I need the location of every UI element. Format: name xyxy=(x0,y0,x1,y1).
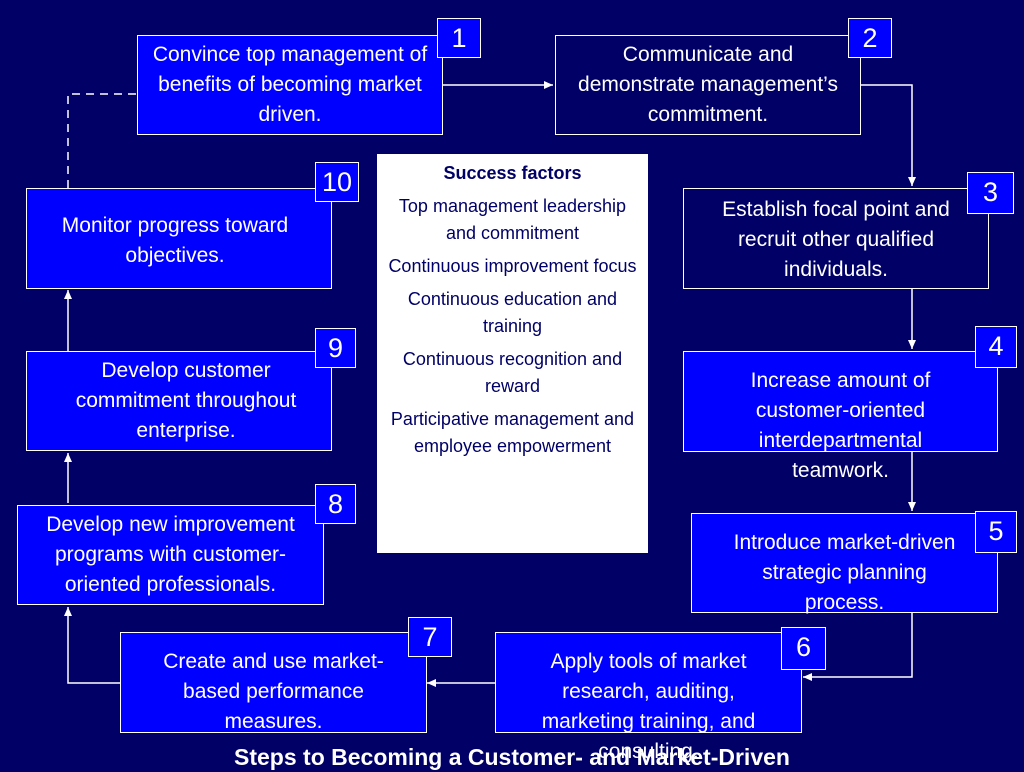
step-3-box: Establish focal point and recruit other … xyxy=(683,188,989,289)
step-3-number: 3 xyxy=(967,172,1014,214)
step-9-box: Develop customer commitment throughout e… xyxy=(26,351,332,451)
step-10-number: 10 xyxy=(315,162,359,202)
step-4-text: Increase amount of customer-oriented int… xyxy=(750,369,931,482)
success-factor-item: Participative management and employee em… xyxy=(390,409,635,456)
success-factor-item: Continuous recognition and reward xyxy=(402,349,623,396)
step-2-box: Communicate and demonstrate management’s… xyxy=(555,35,861,135)
step-5-number: 5 xyxy=(975,511,1017,553)
step-6-number: 6 xyxy=(781,627,826,670)
step-9-text: Develop customer commitment throughout e… xyxy=(75,359,297,442)
step-5-box: Introduce market-driven strategic planni… xyxy=(691,513,998,614)
success-factors-heading: Success factors xyxy=(443,163,582,183)
step-7-box: Create and use market-based performance … xyxy=(120,632,427,733)
step-2-number: 2 xyxy=(848,18,892,58)
slide-title: Steps to Becoming a Customer- and Market… xyxy=(234,744,790,770)
step-1-box: Convince top management of benefits of b… xyxy=(137,35,443,135)
step-3-text: Establish focal point and recruit other … xyxy=(722,198,950,281)
success-factor-item: Top management leadership and commitment xyxy=(398,196,627,243)
step-9-number: 9 xyxy=(315,328,356,368)
step-7-number: 7 xyxy=(408,617,452,657)
step-5-text: Introduce market-driven strategic planni… xyxy=(733,531,956,614)
step-2-text: Communicate and demonstrate management’s… xyxy=(578,43,838,126)
arrow-2-to-3 xyxy=(860,84,916,186)
step-1-text: Convince top management of benefits of b… xyxy=(152,43,428,126)
step-4-number: 4 xyxy=(975,326,1017,368)
arrow-5-to-6 xyxy=(803,613,913,681)
step-10-text: Monitor progress toward objectives. xyxy=(61,214,289,267)
step-1-number: 1 xyxy=(437,18,481,58)
success-factor-item: Continuous improvement focus xyxy=(388,256,637,276)
step-10-box: Monitor progress toward objectives. xyxy=(26,188,332,289)
dashed-link-10-to-1 xyxy=(67,93,137,188)
step-4-box: Increase amount of customer-oriented int… xyxy=(683,351,998,482)
step-8-box: Develop new improvement programs with cu… xyxy=(17,505,324,605)
step-7-text: Create and use market-based performance … xyxy=(163,650,384,733)
step-6-box: Apply tools of market research, auditing… xyxy=(495,632,802,763)
success-factors-panel: Success factors Top management leadershi… xyxy=(376,153,649,554)
step-8-text: Develop new improvement programs with cu… xyxy=(46,513,295,596)
step-8-number: 8 xyxy=(315,484,356,524)
arrow-7-to-8 xyxy=(64,607,120,684)
success-factor-item: Continuous education and training xyxy=(407,289,618,336)
step-6-text: Apply tools of market research, auditing… xyxy=(541,650,756,763)
